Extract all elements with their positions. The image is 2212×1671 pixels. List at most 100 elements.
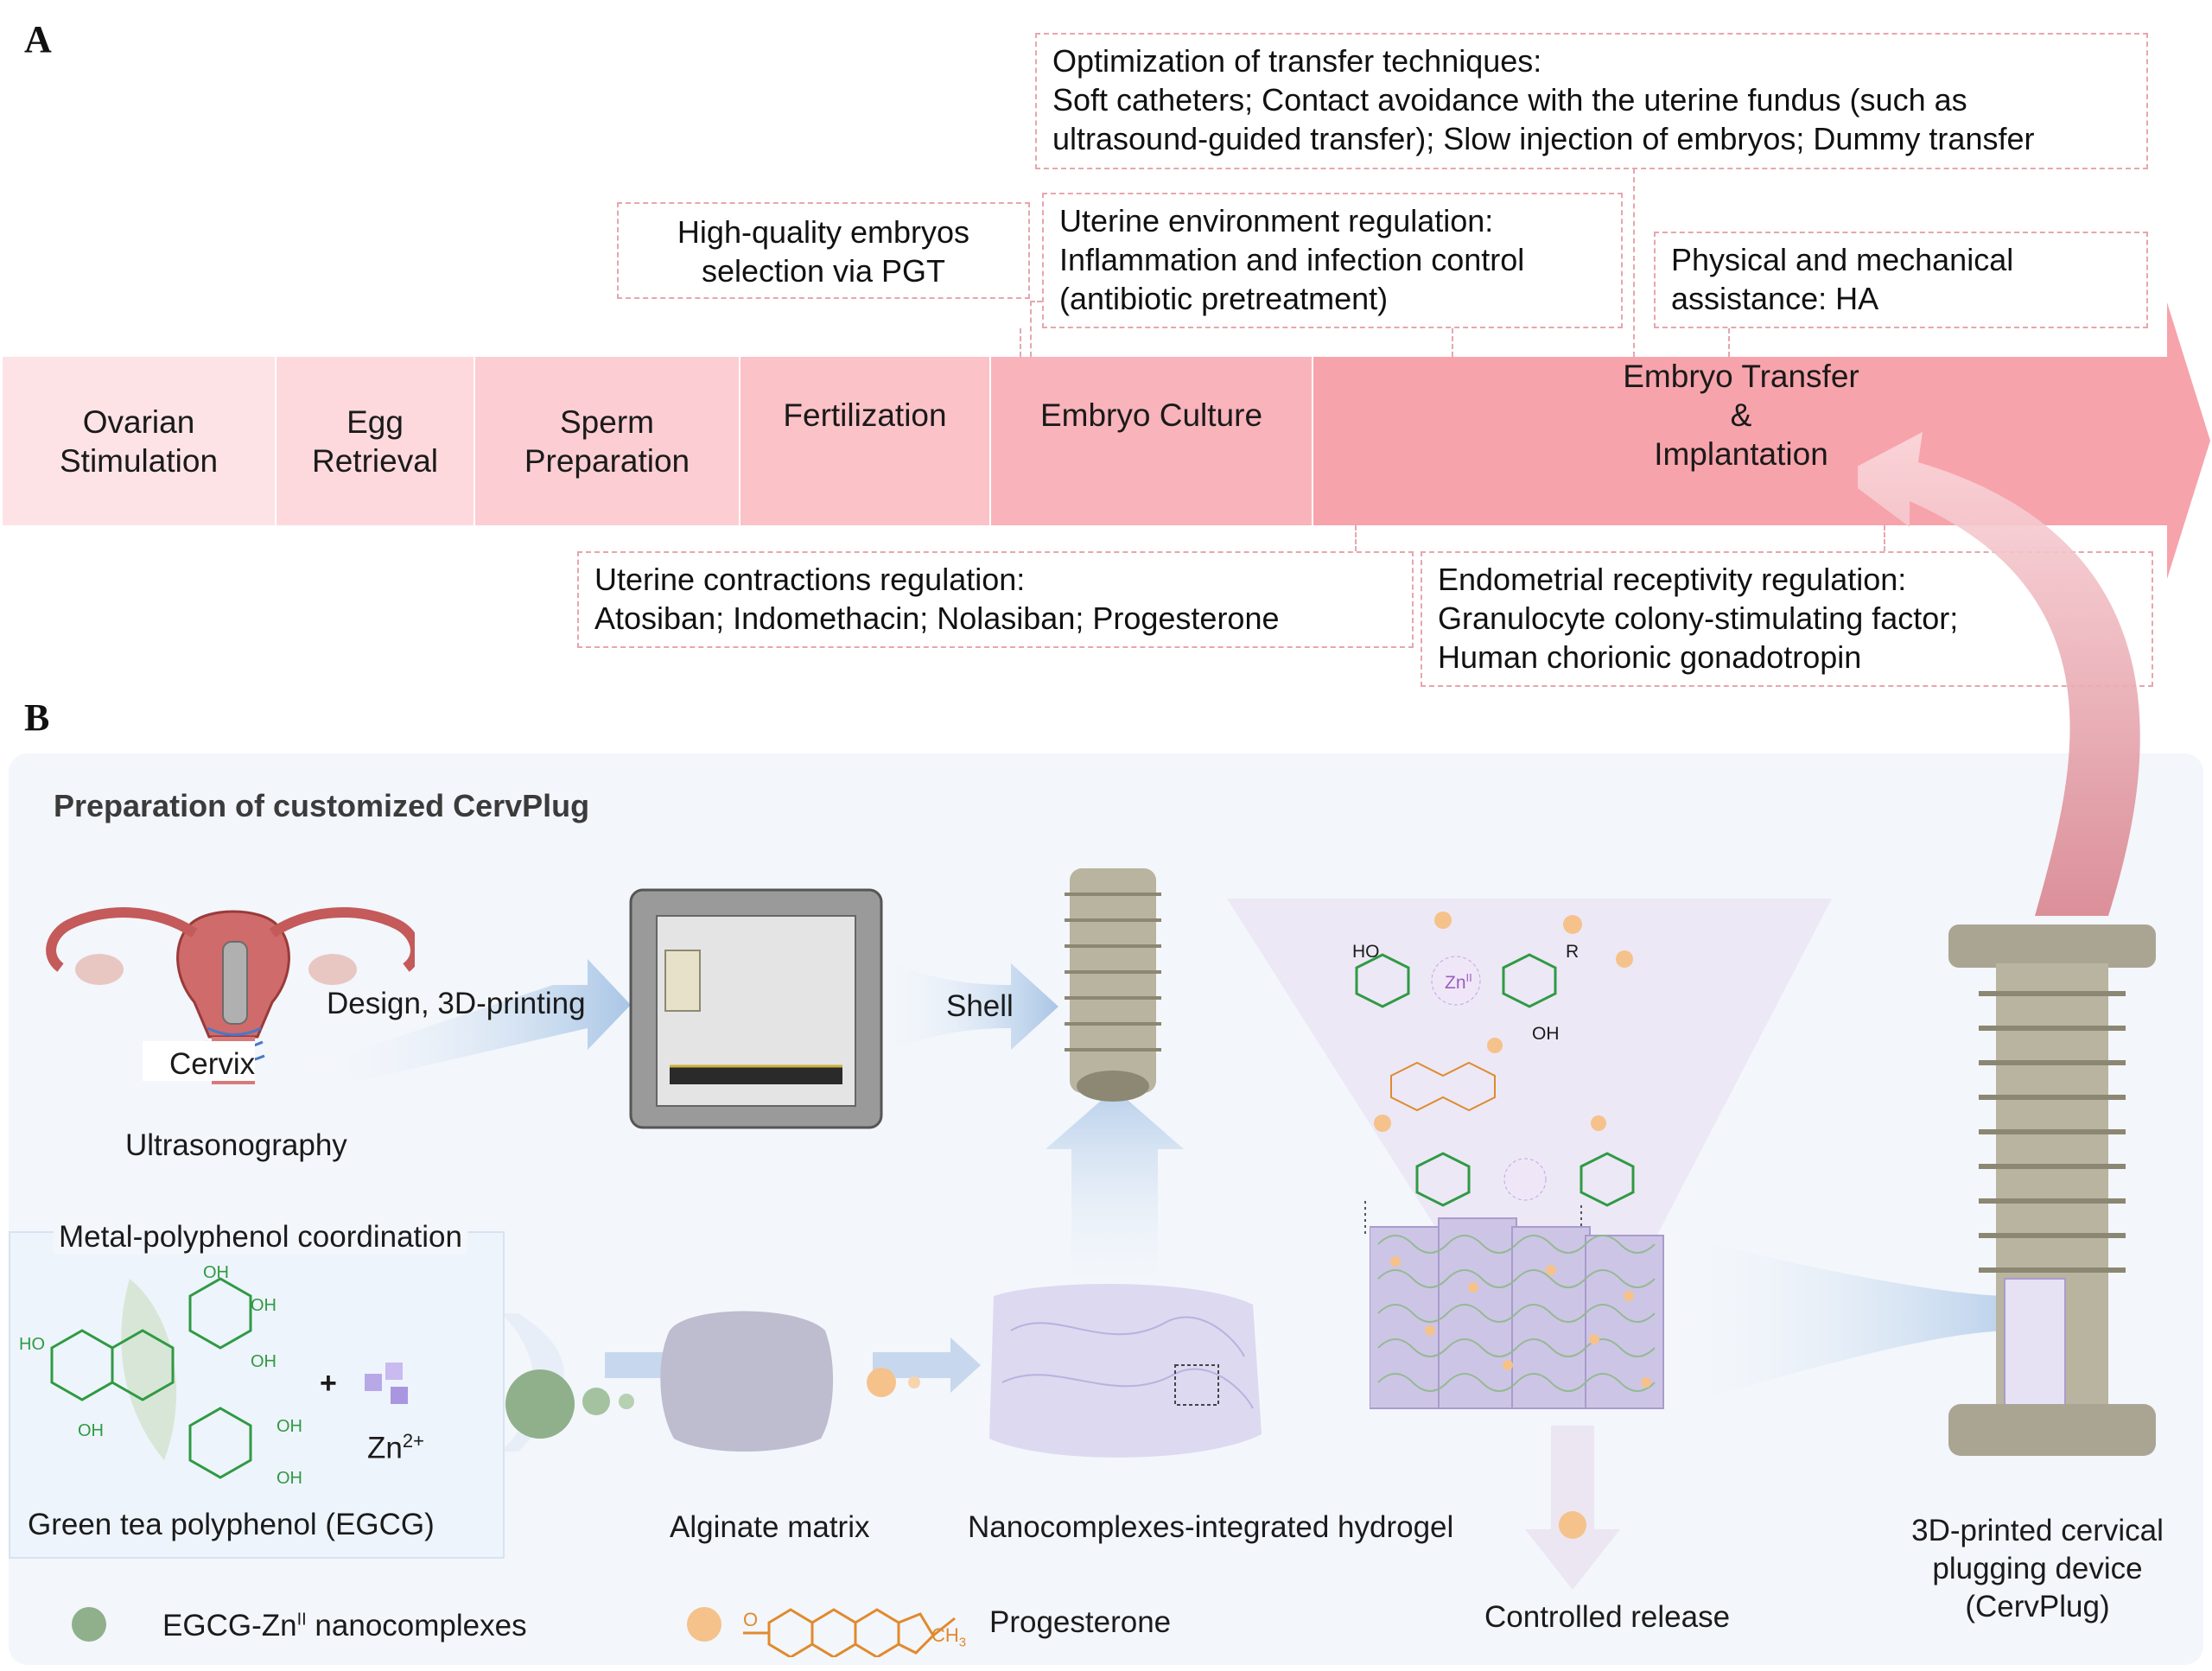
printer-nozzle [664, 950, 701, 1012]
hydrogel-fibers [1377, 1235, 1656, 1392]
connector-env-left [1020, 328, 1021, 357]
controlled-release-label: Controlled release [1484, 1600, 1731, 1634]
alginate-label: Alginate matrix [670, 1510, 870, 1544]
progesterone-structure [743, 1608, 956, 1657]
progesterone-in-flow [867, 1368, 920, 1397]
nanocomplex-large [505, 1369, 575, 1439]
ring-3 [1415, 1152, 1471, 1207]
plus-sign: + [320, 1367, 337, 1400]
printer-bed [670, 1067, 842, 1084]
box-transfer-techniques: Optimization of transfer techniques: Sof… [1035, 33, 2148, 169]
chem-zn: ZnII [1445, 971, 1472, 993]
shell-body [1070, 868, 1156, 1093]
ring-2 [1502, 953, 1557, 1008]
nanocomplex-spheres [505, 1369, 634, 1439]
shell-opening [1077, 1071, 1149, 1102]
shell-label: Shell [946, 989, 1014, 1023]
ovary-right [308, 954, 357, 985]
egcg-oh-2: OH [251, 1296, 276, 1315]
legend-nanocomplex-label: EGCG-ZnII nanocomplexes [162, 1609, 527, 1642]
coordination-chemistry [1355, 912, 1635, 1236]
connector-physical [1728, 328, 1730, 357]
zoom-square [1174, 1364, 1219, 1406]
device-hydrogel-window [2004, 1278, 2066, 1409]
steroid-structure [1390, 1061, 1496, 1112]
pipeline-arrow [3, 302, 2210, 579]
connector-env [1452, 328, 1453, 357]
box-uterine-environment: Uterine environment regulation: Inflamma… [1042, 193, 1623, 328]
alginate-matrix [660, 1311, 834, 1452]
connector-receptivity [1884, 525, 1885, 551]
return-arrow-body [1858, 432, 2140, 916]
egcg-oh-5: OH [276, 1417, 302, 1436]
ring-4 [1580, 1152, 1635, 1207]
box-physical-assistance: Physical and mechanical assistance: HA [1654, 232, 2148, 328]
pipeline-seg-2 [276, 357, 474, 525]
hydrogel-shape [989, 1284, 1262, 1458]
device-top-cap [1948, 924, 2156, 968]
arrow-hydrogel [873, 1337, 981, 1393]
box-uterine-contractions: Uterine contractions regulation: Atosiba… [577, 551, 1414, 648]
fallopian-right [269, 907, 415, 972]
hydrogel-progesterone [1390, 1256, 1651, 1388]
arrow-controlled-release [1525, 1426, 1620, 1590]
zn-ion: Zn2+ [367, 1430, 424, 1465]
nanocomplex-small [619, 1394, 634, 1409]
ring-1 [1355, 953, 1410, 1008]
legend-progesterone-icon [687, 1607, 721, 1642]
cervix-label-bg [143, 1041, 255, 1081]
leaf [121, 1279, 177, 1460]
cervplug-device [1948, 924, 2156, 1456]
connector-contractions [1355, 525, 1357, 551]
panel-a-label: A [24, 18, 52, 60]
panel-b-label: B [24, 696, 50, 739]
panel-b-title: Preparation of customized CervPlug [54, 788, 590, 823]
released-progesterone [1559, 1511, 1586, 1539]
egcg-label: Green tea polyphenol (EGCG) [28, 1508, 435, 1541]
egcg-ho: HO [19, 1335, 45, 1354]
return-arrow [1858, 432, 2140, 916]
arrow-egcg [501, 1313, 564, 1452]
chem-r: R [1566, 942, 1580, 962]
progesterone-o: O [743, 1609, 759, 1630]
hydrogel-label: Nanocomplexes-integrated hydrogel [968, 1510, 1454, 1544]
egcg-oh-4: OH [78, 1421, 104, 1440]
design-3d-printing-label: Design, 3D-printing [327, 987, 586, 1020]
printed-shell [1065, 868, 1161, 1102]
step-fertilization: Fertilization [783, 397, 947, 433]
alginate-shape [660, 1311, 834, 1452]
hydrogel-network [1370, 1217, 1664, 1409]
connector-pgt [1030, 301, 1032, 357]
pipeline-seg-3 [475, 357, 739, 525]
ultrasonography-label: Ultrasonography [125, 1128, 347, 1162]
cervix-label: Cervix [169, 1047, 256, 1081]
chem-ho: HO [1352, 942, 1380, 962]
fallopian-left [46, 907, 198, 972]
step-embryo-culture: Embryo Culture [1039, 397, 1263, 433]
legend-progesterone-label: Progesterone [989, 1605, 1172, 1639]
3d-printer [629, 888, 883, 1129]
egcg-oh-3: OH [251, 1352, 276, 1371]
uterus-illustration [46, 907, 415, 1084]
hydrogel-block [989, 1284, 1262, 1458]
mpc-title: Metal-polyphenol coordination [54, 1220, 467, 1255]
hydrogel-texture [1001, 1316, 1254, 1409]
progesterone-ch3: CH3 [931, 1624, 967, 1650]
pipeline-seg-1 [3, 357, 275, 525]
arrow-up-shell [1046, 1089, 1184, 1313]
device-bottom-cap [1948, 1404, 2156, 1456]
progesterone-dots [1374, 912, 1633, 1132]
egcg-structure [50, 1277, 252, 1479]
ultrasound-probe [222, 941, 248, 1025]
connector-techniques [1633, 168, 1635, 357]
zoom-cone-shape [1227, 899, 1832, 1348]
device-threads [1979, 991, 2126, 1273]
zoom-cone [1227, 899, 1832, 1348]
egcg-oh-6: OH [276, 1469, 302, 1488]
arrow-design [294, 959, 631, 1080]
ovary-left [75, 954, 124, 985]
pipeline-seg-5 [991, 357, 1312, 525]
